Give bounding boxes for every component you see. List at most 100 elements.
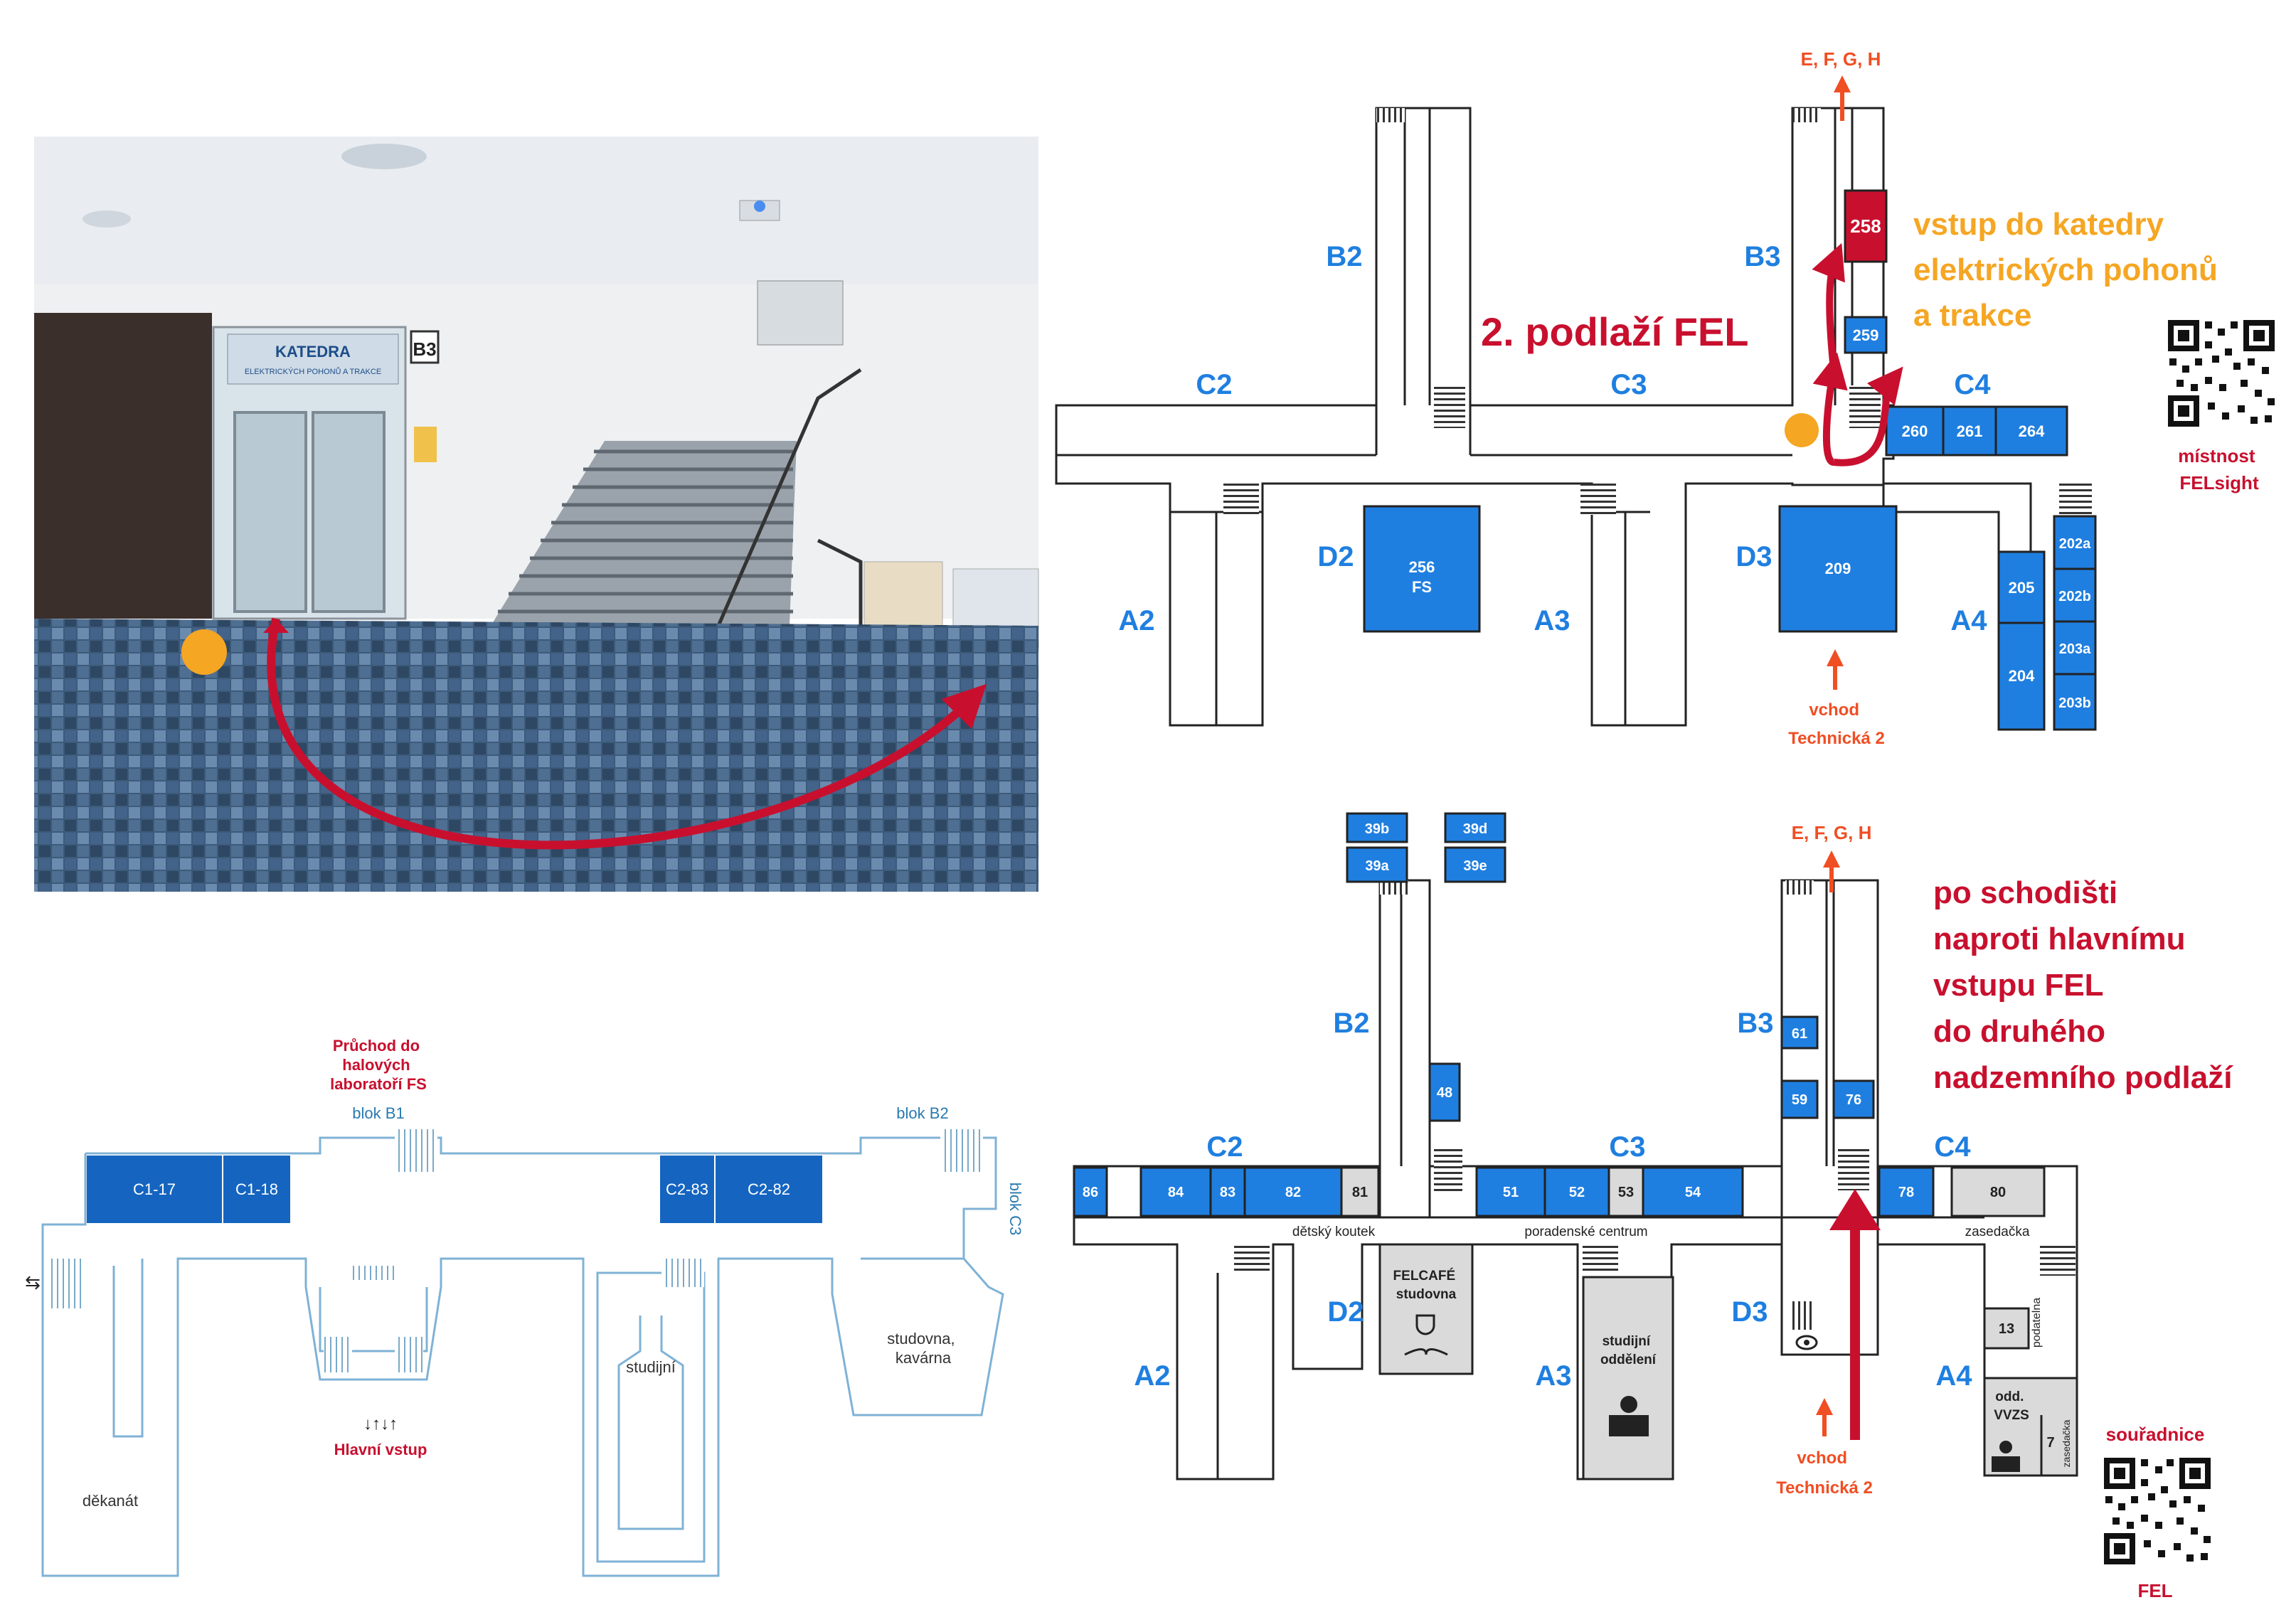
floor-2-plan: 258 259 260 261 264 256 FS 209 205 204 2… — [1055, 48, 2275, 748]
room-83 — [1209, 1166, 1246, 1217]
dekanat-label: děkanát — [83, 1492, 138, 1510]
room-61 — [1780, 1015, 1819, 1050]
room-81-label: 81 — [1352, 1185, 1368, 1200]
room-39e-label: 39e — [1463, 858, 1487, 874]
room-7-label: 7 — [2046, 1435, 2054, 1451]
wing-d2: D2 — [1317, 541, 1354, 572]
room-261 — [1942, 405, 1997, 457]
room-52-label: 52 — [1569, 1185, 1585, 1200]
room-76 — [1832, 1079, 1875, 1119]
main-entry-label: Hlavní vstup — [334, 1441, 427, 1458]
fs-ground-plan: C1-17 C1-18 C2-83 C2-82 Průchod do halov… — [25, 1037, 1024, 1577]
projector-icon — [739, 200, 780, 221]
room-209 — [1778, 505, 1898, 633]
floor0-exit-label: E, F, G, H — [1792, 822, 1872, 843]
advice-center-label: poradenské centrum — [1524, 1224, 1647, 1239]
room-202a-label: 202a — [2059, 536, 2091, 552]
desk-icon — [1609, 1396, 1649, 1436]
f0-wing-d3: D3 — [1731, 1296, 1768, 1328]
floor0-note: po schodišti naproti hlavnímu vstupu FEL… — [1933, 875, 2233, 1095]
room-86-label: 86 — [1083, 1185, 1098, 1200]
room-86 — [1073, 1166, 1108, 1217]
f0-wing-a4: A4 — [1935, 1360, 1972, 1392]
curved-arrow — [267, 617, 987, 850]
f0-wing-a3: A3 — [1535, 1360, 1571, 1392]
room-54 — [1642, 1166, 1744, 1217]
room-203a-label: 203a — [2059, 641, 2091, 657]
room-256-label: 256 — [1409, 558, 1435, 576]
room-84-label: 84 — [1168, 1185, 1184, 1200]
room-80-label: 80 — [1990, 1185, 2006, 1200]
room-39b-label: 39b — [1365, 821, 1389, 837]
vvzs-label: odd. VVZS — [1994, 1389, 2029, 1423]
room-c1-18-label: C1-18 — [235, 1180, 278, 1198]
corridor-photo: KATEDRA ELEKTRICKÝCH POHONŮ A TRAKCE B3 — [34, 137, 1039, 892]
qr-fel-top-label: souřadnice — [2106, 1424, 2205, 1445]
podatelna-label: podatelna — [2031, 1298, 2043, 1348]
room-259-label: 259 — [1853, 326, 1879, 344]
block-sign: B3 — [413, 338, 436, 360]
door-sign: KATEDRA — [275, 343, 351, 361]
wing-c3: C3 — [1610, 369, 1647, 400]
room-13 — [1983, 1307, 2030, 1350]
room-51-label: 51 — [1503, 1185, 1519, 1200]
door-sign-sub: ELEKTRICKÝCH POHONŮ A TRAKCE — [245, 367, 381, 376]
kids-corner-label: dětský koutek — [1292, 1224, 1376, 1239]
qr-fel-bottom-label: FEL — [2137, 1580, 2172, 1601]
room-48-label: 48 — [1437, 1085, 1452, 1101]
room-39a — [1346, 846, 1408, 883]
room-264 — [1994, 405, 2068, 457]
meeting-label: zasedačka — [1965, 1224, 2030, 1239]
wing-a2: A2 — [1118, 605, 1154, 636]
room-258-label: 258 — [1850, 215, 1881, 237]
studijni-label: studijní — [626, 1358, 676, 1376]
passage-label: Průchod do halových laboratoří FS — [330, 1037, 427, 1093]
wing-c2: C2 — [1196, 369, 1232, 400]
f0-wing-a2: A2 — [1134, 1360, 1170, 1392]
room-51 — [1475, 1166, 1546, 1217]
room-260-label: 260 — [1902, 422, 1928, 440]
room-204 — [1997, 621, 2046, 731]
room-39b — [1346, 812, 1408, 843]
block-b2-label: blok B2 — [896, 1104, 948, 1122]
room-80 — [1950, 1166, 2046, 1217]
room-203b-label: 203b — [2058, 695, 2091, 711]
room-c2-83-label: C2-83 — [666, 1180, 708, 1198]
room-59-label: 59 — [1792, 1092, 1807, 1108]
location-dot — [181, 629, 227, 675]
f0-wing-c2: C2 — [1206, 1131, 1243, 1163]
wing-b2: B2 — [1326, 241, 1362, 272]
f0-wing-c4: C4 — [1934, 1131, 1971, 1163]
room-83-label: 83 — [1220, 1185, 1235, 1200]
small-meeting-label: zasedačka — [2061, 1419, 2072, 1467]
wing-a3: A3 — [1534, 605, 1570, 636]
room-259 — [1844, 316, 1888, 354]
felcafe-label: FELCAFÉ studovna — [1393, 1268, 1460, 1302]
room-54-label: 54 — [1685, 1185, 1701, 1200]
coffee-icon — [1404, 1314, 1448, 1356]
room-c2-83 — [660, 1156, 714, 1223]
room-c1-17 — [87, 1156, 222, 1223]
wing-b3: B3 — [1744, 241, 1780, 272]
room-39d-label: 39d — [1463, 821, 1487, 837]
room-c2-82-label: C2-82 — [748, 1180, 790, 1198]
room-204-label: 204 — [2009, 667, 2035, 685]
room-76-label: 76 — [1846, 1092, 1861, 1108]
room-258 — [1844, 189, 1888, 263]
room-39d — [1444, 812, 1506, 843]
wing-d3: D3 — [1736, 541, 1772, 572]
room-203b — [2053, 673, 2097, 731]
floor2-location-dot — [1785, 413, 1819, 447]
floor2-entrance-label: vchod Technická 2 — [1788, 700, 1885, 748]
room-c1-18 — [223, 1156, 290, 1223]
qr-code-felsight — [2168, 320, 2275, 427]
room-81 — [1340, 1166, 1380, 1217]
room-261-label: 261 — [1957, 422, 1983, 440]
room-c1-17-label: C1-17 — [133, 1180, 176, 1198]
room-13-label: 13 — [1999, 1321, 2014, 1337]
floor2-note: vstup do katedry elektrických pohonů a t… — [1913, 207, 2226, 333]
room-53-label: 53 — [1618, 1185, 1634, 1200]
wing-c4: C4 — [1954, 369, 1991, 400]
room-53 — [1607, 1166, 1644, 1217]
